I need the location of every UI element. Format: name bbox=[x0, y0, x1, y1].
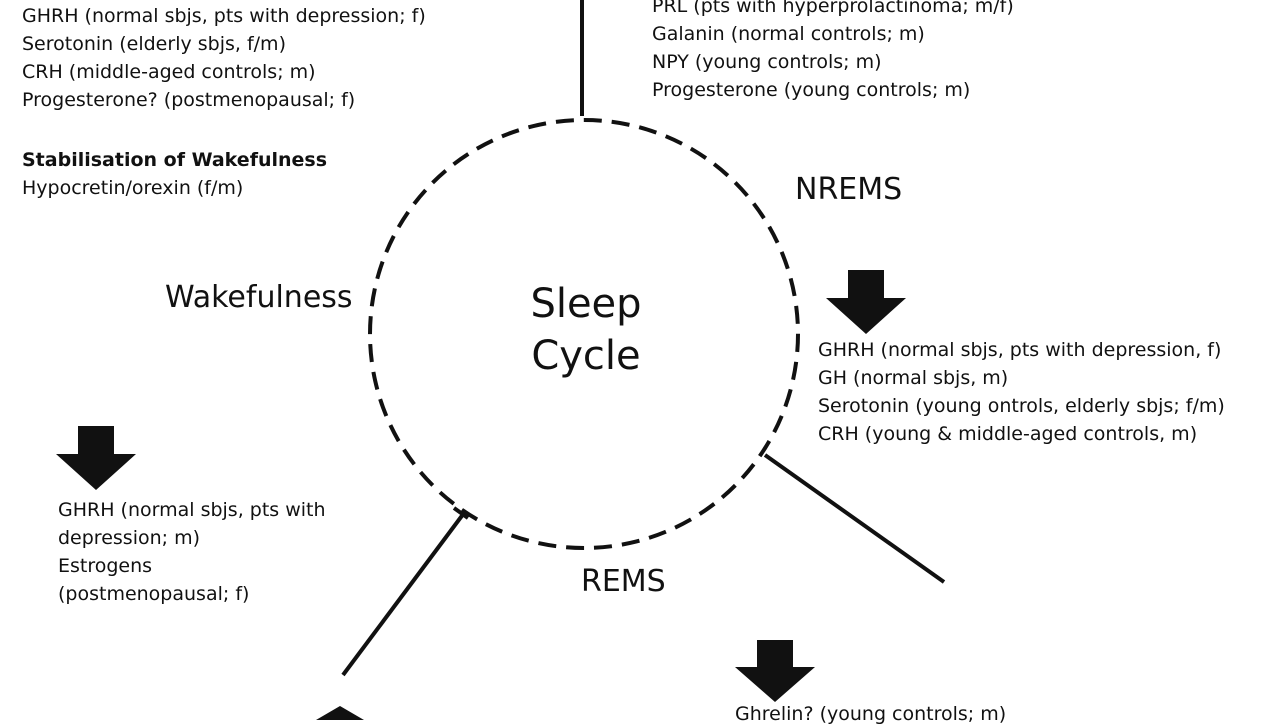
list-item: Serotonin (elderly sbjs, f/m) bbox=[22, 33, 286, 55]
up-arrow-icon bbox=[316, 706, 364, 720]
top-right-hormone-list: PRL (pts with hyperprolactinoma; m/f) Ga… bbox=[652, 0, 1014, 104]
down-arrow-icon bbox=[56, 426, 136, 490]
stabilisation-heading: Stabilisation of Wakefulness bbox=[22, 149, 328, 171]
center-title-line1: Sleep bbox=[530, 281, 642, 327]
list-item: CRH (middle-aged controls; m) bbox=[22, 61, 316, 83]
phase-label-wakefulness: Wakefulness bbox=[165, 280, 353, 315]
rems-decrease-list: Ghrelin? (young controls; m) bbox=[735, 700, 1006, 728]
list-item: GH (normal sbjs, m) bbox=[818, 367, 1009, 389]
list-item: Progesterone (young controls; m) bbox=[652, 79, 971, 101]
list-item: NPY (young controls; m) bbox=[652, 51, 882, 73]
list-item: GHRH (normal sbjs, pts with depression, … bbox=[818, 339, 1222, 361]
wakefulness-decrease-list: GHRH (normal sbjs, pts with depression; … bbox=[58, 496, 326, 608]
list-item: Progesterone? (postmenopausal; f) bbox=[22, 89, 356, 111]
nrems-decrease-list: GHRH (normal sbjs, pts with depression, … bbox=[818, 336, 1225, 448]
center-title: Sleep Cycle bbox=[486, 278, 686, 382]
stabilisation-block: Stabilisation of Wakefulness Hypocretin/… bbox=[22, 146, 327, 202]
top-left-hormone-list: GHRH (normal sbjs, pts with depression; … bbox=[22, 2, 426, 114]
connector-lower-left bbox=[341, 511, 466, 677]
center-title-line2: Cycle bbox=[531, 333, 641, 379]
sleep-cycle-circle bbox=[368, 118, 800, 550]
list-item: GHRH (normal sbjs, pts with depression; … bbox=[22, 5, 426, 27]
connector-lower-right bbox=[763, 453, 946, 584]
list-item: depression; m) bbox=[58, 527, 200, 549]
list-item: Ghrelin? (young controls; m) bbox=[735, 703, 1007, 725]
list-item: Hypocretin/orexin (f/m) bbox=[22, 177, 244, 199]
list-item: Galanin (normal controls; m) bbox=[652, 23, 925, 45]
phase-label-nrems: NREMS bbox=[795, 172, 903, 207]
list-item: GHRH (normal sbjs, pts with bbox=[58, 499, 326, 521]
connector-lower-left-tick bbox=[452, 506, 470, 520]
list-item: CRH (young & middle-aged controls, m) bbox=[818, 423, 1198, 445]
list-item: Serotonin (young ontrols, elderly sbjs; … bbox=[818, 395, 1225, 417]
phase-label-rems: REMS bbox=[581, 564, 666, 599]
down-arrow-icon bbox=[735, 640, 815, 702]
list-item: (postmenopausal; f) bbox=[58, 583, 250, 605]
list-item: PRL (pts with hyperprolactinoma; m/f) bbox=[652, 0, 1014, 17]
list-item: Estrogens bbox=[58, 555, 153, 577]
down-arrow-icon bbox=[826, 270, 906, 334]
